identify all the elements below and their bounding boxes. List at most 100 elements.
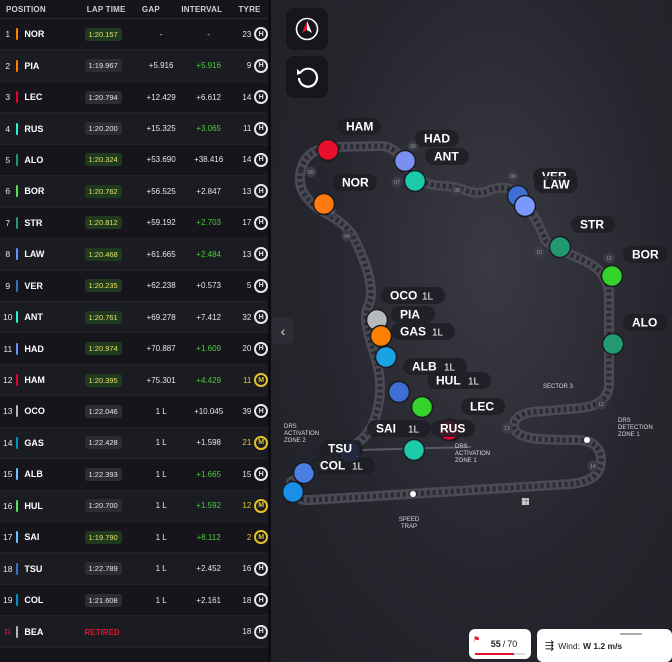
drs-zone-1-label: ZONE 1: [455, 458, 477, 464]
tyre-age: 9: [246, 61, 252, 71]
gap-value: -: [159, 29, 163, 39]
car-dot-ham[interactable]: [316, 138, 340, 162]
lap-time: RETIRED: [84, 627, 120, 637]
turn-marker: [341, 230, 353, 242]
car-dot-had[interactable]: [393, 149, 417, 173]
team-color-bar: [15, 185, 19, 198]
drs-zone-2-label: ZONE 2: [284, 438, 306, 444]
team-color-bar: [15, 59, 19, 72]
car-dot-col[interactable]: [292, 461, 316, 485]
drs-zone-2-label: ACTIVATION: [284, 431, 319, 437]
lap-time-cell: 1:22.428: [84, 436, 139, 450]
driver-code: SAI: [24, 532, 40, 543]
car-dot-gas[interactable]: [374, 345, 398, 369]
car-dot-col2[interactable]: [281, 480, 305, 504]
lap-time: 1:22.428: [84, 436, 122, 450]
lap-time: 1:20.974: [84, 342, 122, 356]
position-number: 2: [5, 60, 11, 71]
hard-tyre-icon: H: [254, 215, 268, 230]
car-dot-alo[interactable]: [601, 332, 625, 356]
lap-time-cell: 1:20.794: [84, 90, 139, 104]
wind-value: W 1.2 m/s: [582, 640, 623, 651]
gap-value: +62.238: [146, 281, 176, 291]
tyre-age: 21: [242, 438, 252, 448]
compass-button[interactable]: [286, 8, 328, 50]
drag-handle[interactable]: [620, 633, 642, 635]
team-color-bar: [15, 248, 19, 261]
turn-marker: [533, 246, 545, 258]
compass-icon: [295, 17, 319, 41]
turn-marker: [507, 170, 519, 182]
car-label: COL: [320, 459, 345, 473]
lap-time-cell: 1:22.789: [84, 562, 139, 576]
tyre-age: 39: [242, 406, 252, 416]
interval-value: +7.412: [196, 312, 221, 322]
gap-value: 1 L: [155, 564, 167, 574]
tyre-age: 15: [242, 469, 252, 479]
car-label-bg: [534, 176, 578, 193]
car-dot-str[interactable]: [548, 235, 572, 259]
driver-code: OCO: [24, 406, 45, 417]
car-dot-hul[interactable]: [410, 395, 434, 419]
lap-time-cell: 1:20.324: [84, 153, 139, 167]
finish-line-icon: ▦: [521, 496, 530, 506]
lap-time: 1:22.393: [84, 467, 122, 481]
gap-value: +59.192: [146, 218, 176, 228]
car-label-bg: [623, 246, 667, 263]
tyre-age: 32: [242, 312, 252, 322]
tyre-age: 2: [246, 532, 252, 542]
car-label-bg: [623, 314, 667, 331]
tyre-age: 14: [242, 92, 252, 102]
driver-code: STR: [24, 217, 43, 228]
team-color-bar: [15, 91, 19, 104]
gap-value: +15.325: [146, 124, 176, 134]
reset-view-button[interactable]: [286, 56, 328, 98]
car-dot-alb[interactable]: [387, 380, 411, 404]
medium-tyre-icon: M: [254, 373, 268, 388]
car-label-bg: [431, 420, 475, 437]
lap-time-cell: 1:22.393: [84, 467, 139, 481]
car-label-bg: [415, 130, 459, 147]
lap-time-cell: 1:20.235: [84, 279, 139, 293]
header-lap-time: LAP TIME: [86, 4, 126, 14]
car-label-bg: [391, 323, 455, 340]
lap-counter: ⚑ 55 / 70: [469, 629, 531, 659]
driver-code: LEC: [24, 92, 43, 103]
car-dot-pia[interactable]: [369, 324, 393, 348]
car-dot-law[interactable]: [513, 194, 537, 218]
wind-label: Wind:: [558, 640, 580, 651]
car-dot-sai[interactable]: [402, 438, 426, 462]
car-dot-bor[interactable]: [600, 264, 624, 288]
wind-icon: ⇶: [545, 640, 555, 652]
collapse-panel-button[interactable]: ‹: [272, 318, 294, 344]
car-dot-nor[interactable]: [312, 192, 336, 216]
medium-tyre-icon: M: [254, 530, 268, 545]
header-interval: INTERVAL: [181, 4, 223, 14]
car-dot-ant[interactable]: [403, 169, 427, 193]
driver-code: BOR: [24, 186, 45, 197]
lap-time: 1:20.157: [84, 27, 122, 41]
driver-code: COL: [24, 595, 44, 606]
